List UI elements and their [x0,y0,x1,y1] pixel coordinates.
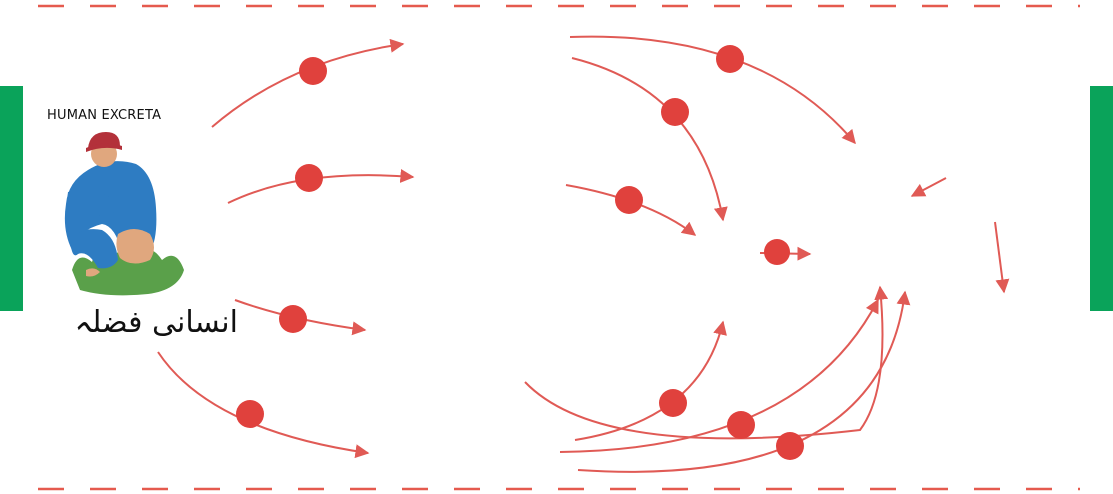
flow-arrow [912,178,946,196]
dot-group [236,45,804,460]
germ-dot [716,45,744,73]
germ-dot [299,57,327,85]
human-excreta-urdu-label: انسانی فضلہ [38,305,238,340]
germ-dot [659,389,687,417]
squatting-person-icon [58,130,198,302]
germ-dot [727,411,755,439]
flow-arrow [158,352,368,453]
flow-arrow [560,300,878,452]
germ-dot [295,164,323,192]
flow-arrow [572,58,723,220]
human-excreta-label: HUMAN EXCRETA [47,108,161,123]
germ-dot [661,98,689,126]
flow-arrow [578,292,905,472]
flow-arrow [212,44,403,127]
germ-dot [776,432,804,460]
flow-arrow [570,37,855,143]
flow-arrow [995,222,1004,292]
germ-dot [764,239,790,265]
germ-dot [279,305,307,333]
flow-arrow [525,287,883,438]
germ-dot [236,400,264,428]
germ-dot [615,186,643,214]
